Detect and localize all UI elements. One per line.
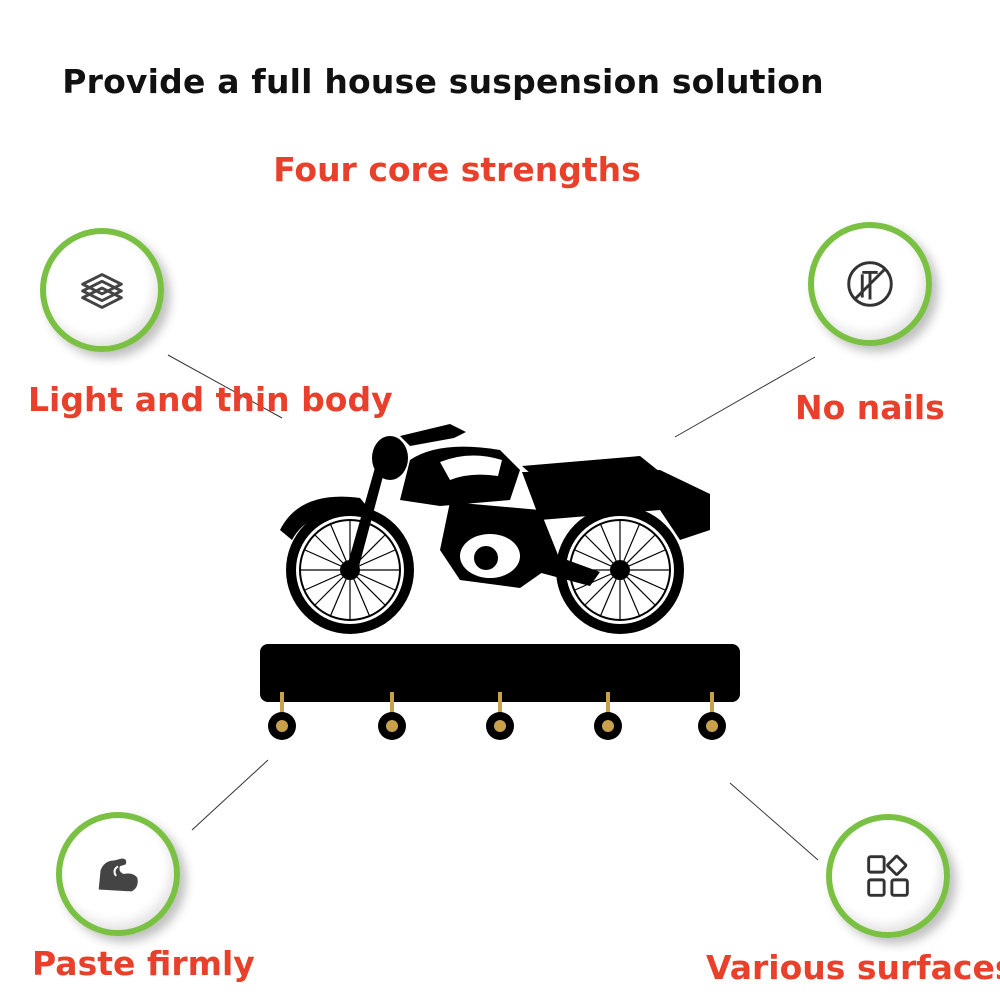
hook (268, 692, 296, 740)
motorcycle-key-rack (260, 424, 740, 740)
feature-label-no-nails: No nails (795, 388, 945, 427)
hook (486, 692, 514, 740)
feature-label-various-surfaces: Various surfaces (706, 948, 1000, 987)
badge-no-nails (808, 222, 932, 346)
layers-icon (81, 273, 123, 309)
strong-arm-icon (98, 858, 138, 892)
headline: Provide a full house suspension solution (62, 62, 824, 101)
badge-light-thin (40, 228, 164, 352)
no-nail-icon (847, 261, 893, 307)
subheadline: Four core strengths (273, 150, 641, 189)
hook-row (268, 692, 726, 740)
grid-shapes-icon (867, 854, 909, 897)
hook (378, 692, 406, 740)
motorcycle-icon (280, 424, 710, 634)
badge-various-surfaces (826, 814, 950, 938)
feature-label-paste-firmly: Paste firmly (32, 944, 255, 983)
hook (594, 692, 622, 740)
badge-paste-firmly (56, 812, 180, 936)
hook (698, 692, 726, 740)
feature-label-light-thin: Light and thin body (28, 380, 393, 419)
